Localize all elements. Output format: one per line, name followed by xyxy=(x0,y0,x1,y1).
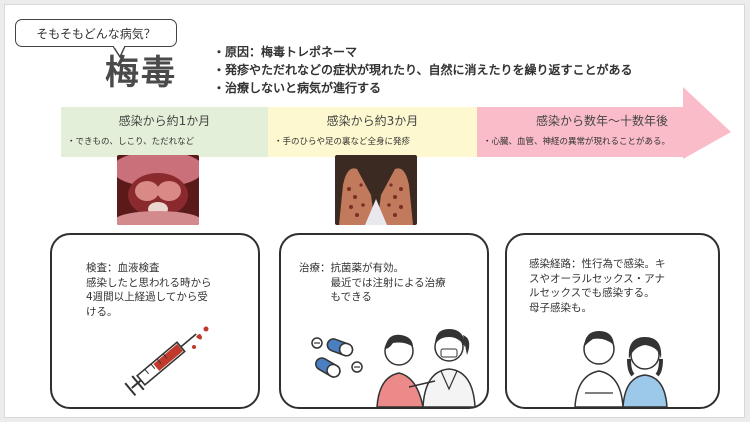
treatment-line: もできる xyxy=(299,291,372,303)
test-line: ける。 xyxy=(86,305,118,318)
test-line: 4週間以上経過してから受 xyxy=(86,291,208,303)
route-line: 感染経路：性行為で感染。キ xyxy=(529,258,666,270)
fact-item: ・原因：梅毒トレポネーマ xyxy=(213,45,358,59)
facts-list: ・原因：梅毒トレポネーマ ・発疹やただれなどの症状が現れたり、自然に消えたりを繰… xyxy=(213,43,633,97)
treatment-heading: 治療：抗菌薬が有効。 xyxy=(299,262,404,274)
stage-note: ・心臓、血管、神経の異常が現れることがある。 xyxy=(483,137,671,147)
progression-timeline: 感染から約1か月 ・できもの、しこり、ただれなど 感染から約3か月 ・手のひらや… xyxy=(61,87,731,159)
fact-item: ・発疹やただれなどの症状が現れたり、自然に消えたりを繰り返すことがある xyxy=(213,63,633,77)
stage-title: 感染から約3か月 xyxy=(326,114,419,128)
stage-note: ・できもの、しこり、ただれなど xyxy=(67,137,195,147)
pill-icon xyxy=(311,337,363,378)
stage-title: 感染から約1か月 xyxy=(118,114,211,128)
test-card: 検査：血液検査 感染したと思われる時から 4週間以上経過してから受 ける。 xyxy=(50,233,260,409)
test-line: 感染したと思われる時から xyxy=(86,276,212,289)
test-text: 検査：血液検査 感染したと思われる時から 4週間以上経過してから受 ける。 xyxy=(86,261,246,319)
syringe-icon xyxy=(124,326,209,397)
doctor-patient-illustration xyxy=(376,329,476,407)
route-line: ルセックスでも感染する。 xyxy=(529,287,655,299)
fact-item: ・治療しないと病気が進行する xyxy=(213,81,382,95)
stage-1-month: 感染から約1か月 ・できもの、しこり、ただれなど xyxy=(61,107,268,157)
test-heading: 検査：血液検査 xyxy=(86,262,160,274)
route-card: 感染経路：性行為で感染。キ スやオーラルセックス・アナ ルセックスでも感染する。… xyxy=(505,233,720,409)
route-text: 感染経路：性行為で感染。キ スやオーラルセックス・アナ ルセックスでも感染する。… xyxy=(529,257,709,315)
bubble-tail-icon xyxy=(113,46,126,58)
stage-title: 感染から数年〜十数年後 xyxy=(535,114,668,128)
route-line: 母子感染も。 xyxy=(529,301,592,314)
timeline-arrow xyxy=(61,87,731,159)
treatment-text: 治療：抗菌薬が有効。 最近では注射による治療 もできる xyxy=(299,261,479,305)
treatment-line: 最近では注射による治療 xyxy=(299,276,446,289)
question-bubble: そもそもどんな病気？ xyxy=(15,19,177,47)
stage-note: ・手のひらや足の裏など全身に発疹 xyxy=(274,137,411,147)
route-line: スやオーラルセックス・アナ xyxy=(529,272,665,285)
hand-rash-photo xyxy=(335,155,417,225)
stage-3-months: 感染から約3か月 ・手のひらや足の裏など全身に発疹 xyxy=(268,107,477,157)
treatment-card: 治療：抗菌薬が有効。 最近では注射による治療 もできる xyxy=(279,233,489,409)
disease-title: 梅毒 xyxy=(105,53,177,93)
slide: そもそもどんな病気？ 梅毒 ・原因：梅毒トレポネーマ ・発疹やただれなどの症状が… xyxy=(4,4,745,418)
stage-years-later: 感染から数年〜十数年後 ・心臓、血管、神経の異常が現れることがある。 xyxy=(477,107,727,157)
couple-illustration xyxy=(574,331,668,407)
throat-lesion-photo xyxy=(117,155,199,225)
